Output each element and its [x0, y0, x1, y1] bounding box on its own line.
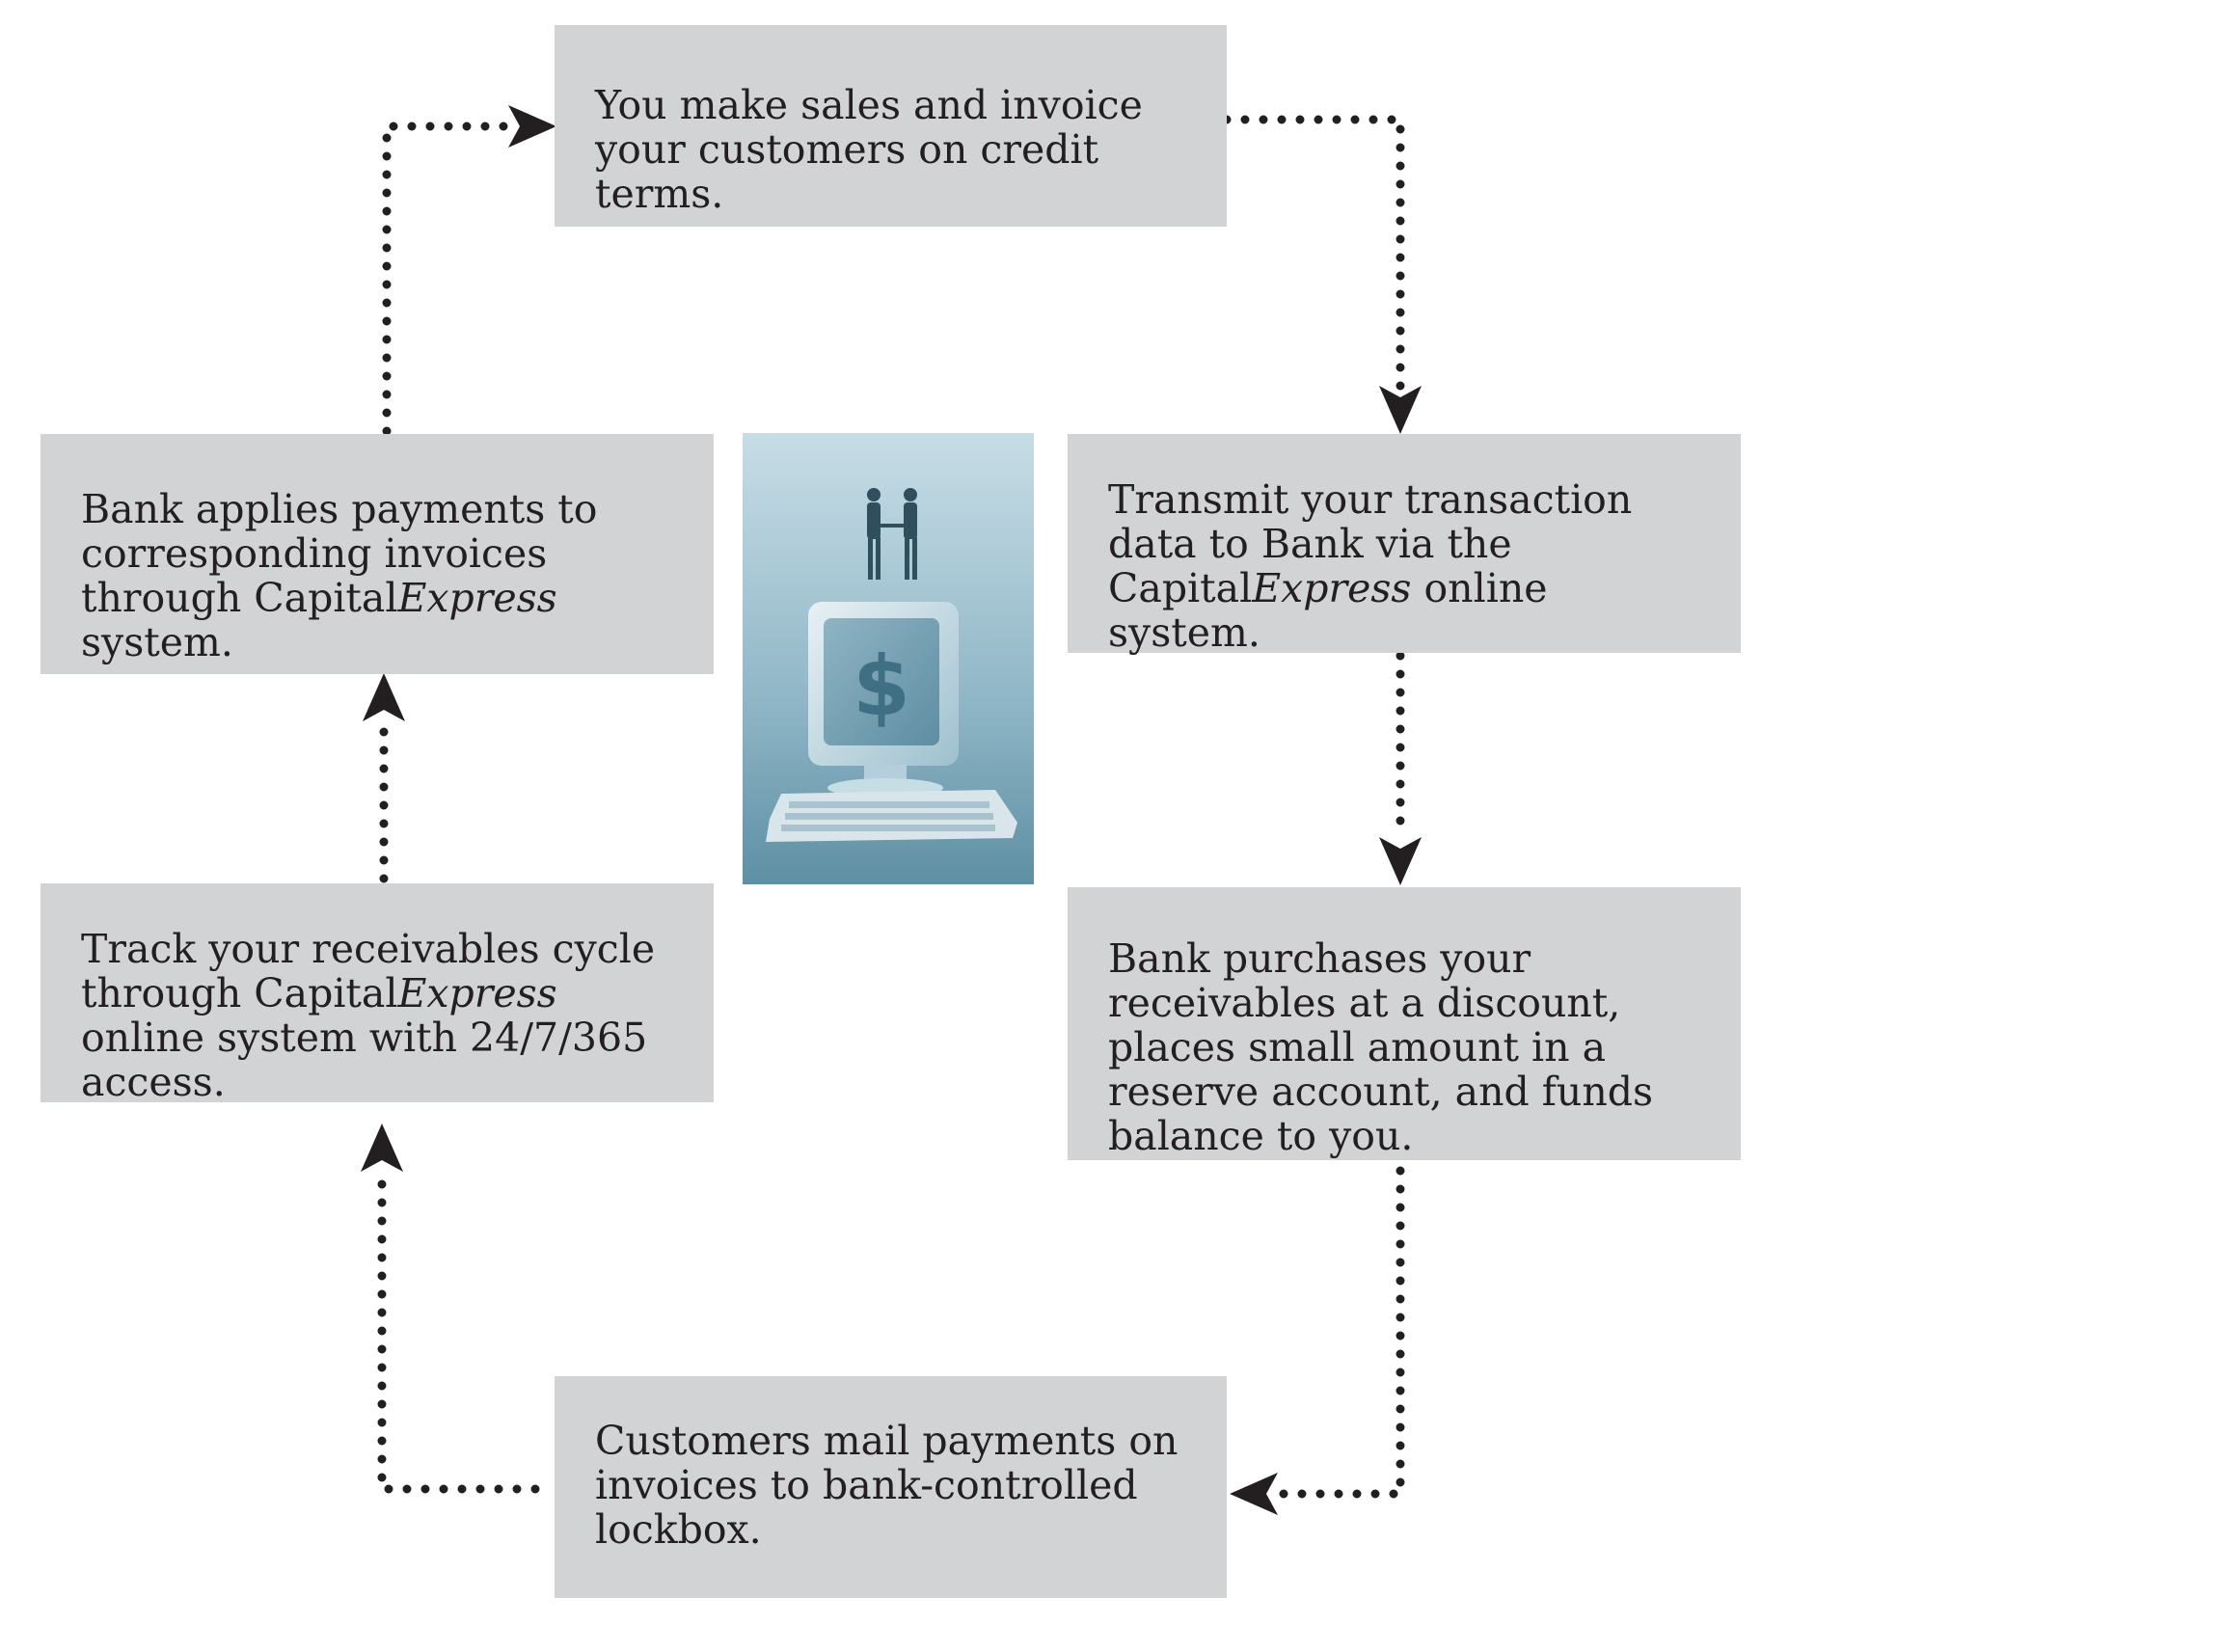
- step-sales-text: You make sales and invoice your customer…: [595, 82, 1143, 217]
- step-transmit-text: Transmit your transaction data to Bank v…: [1108, 476, 1633, 656]
- handshake-computer-illustration: $: [743, 433, 1034, 884]
- step-apply-box: Bank applies payments to corresponding i…: [41, 434, 714, 674]
- handshake-figures-icon: [867, 488, 917, 580]
- arrow-apply-to-sales: [382, 122, 516, 436]
- step-purchase-text: Bank purchases your receivables at a dis…: [1108, 935, 1654, 1159]
- step-transmit-box: Transmit your transaction data to Bank v…: [1068, 434, 1741, 656]
- step-track-box: Track your receivables cycle through Cap…: [41, 883, 714, 1105]
- arrowhead-purchase: [1379, 837, 1422, 885]
- step-mail-box: Customers mail payments on invoices to b…: [555, 1376, 1227, 1598]
- step-purchase-box: Bank purchases your receivables at a dis…: [1068, 887, 1741, 1160]
- arrow-sales-to-transmit: [1222, 115, 1405, 395]
- step-apply-text: Bank applies payments to corresponding i…: [81, 486, 598, 665]
- arrowhead-sales: [508, 105, 556, 148]
- arrowhead-mail: [1230, 1473, 1278, 1515]
- arrowhead-transmit: [1379, 386, 1422, 434]
- arrowhead-track: [361, 1124, 403, 1172]
- step-mail-text: Customers mail payments on invoices to b…: [595, 1418, 1179, 1553]
- step-track-text: Track your receivables cycle through Cap…: [81, 926, 656, 1105]
- step-sales-box: You make sales and invoice your customer…: [555, 25, 1227, 227]
- dollar-icon: $: [853, 638, 910, 735]
- arrow-mail-to-track: [377, 1162, 540, 1494]
- arrowhead-apply: [363, 673, 405, 721]
- arrow-purchase-to-mail: [1268, 1166, 1405, 1499]
